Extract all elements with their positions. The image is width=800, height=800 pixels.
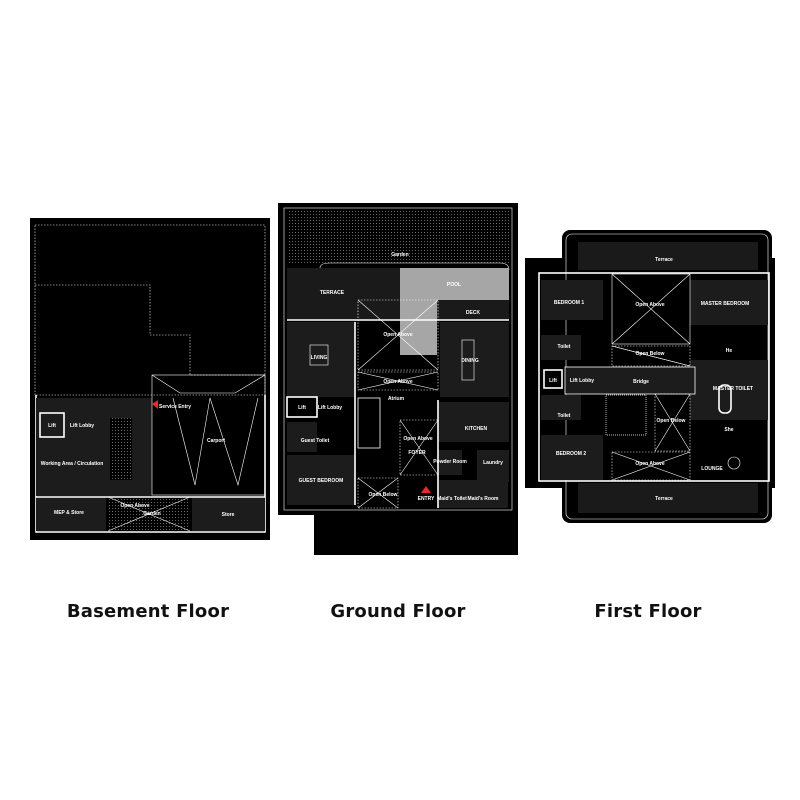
room-label: Lift	[298, 405, 306, 411]
room-label: Powder Room	[433, 459, 467, 465]
room-label: Open Below	[657, 418, 686, 424]
room-label: Toilet	[558, 344, 571, 350]
room-label: Store	[222, 512, 235, 518]
room-label: Lift Lobby	[70, 423, 94, 429]
room-label: ENTRY	[418, 496, 435, 502]
room-label: Carport	[207, 438, 225, 444]
room-label: Open Above	[383, 379, 412, 385]
room-label: MEP & Store	[54, 510, 84, 516]
room-label: Maid's Toilet	[437, 496, 467, 502]
room-label: Open Above	[120, 503, 149, 509]
room-label: He	[726, 348, 733, 354]
room-label: TERRACE	[320, 290, 345, 296]
room-label: DECK	[466, 310, 481, 316]
room-label: MASTER TOILET	[713, 386, 753, 392]
room-label: Garden	[391, 252, 409, 258]
room-label: Open Below	[369, 492, 398, 498]
room-label: FOYER	[408, 450, 426, 456]
room-label: Garden	[143, 511, 161, 517]
room-label: Lift Lobby	[570, 378, 594, 384]
basement-floor-caption: Basement Floor	[66, 601, 230, 622]
room-label: LIVING	[311, 355, 328, 361]
room-label: Open Above	[635, 461, 664, 467]
room-label: Atrium	[388, 396, 405, 402]
room-label: LOUNGE	[701, 466, 723, 472]
room-label: Lift	[549, 378, 557, 384]
room-label: Bridge	[633, 379, 649, 385]
room-label: Terrace	[655, 496, 673, 502]
room-label: Lift	[48, 423, 56, 429]
room-label: Maid's Room	[468, 496, 499, 502]
room-label: Open Below	[636, 351, 665, 357]
first-floor-caption: First Floor	[594, 601, 702, 622]
room-label: Open Above	[403, 436, 432, 442]
room-label: GUEST BEDROOM	[299, 478, 344, 484]
room-label: Service Entry	[159, 404, 191, 410]
entry-marker	[421, 486, 431, 493]
ground-floor-caption: Ground Floor	[330, 601, 466, 622]
basement-floor-plan: Lift Lift Lobby Working Area / Circulati…	[30, 218, 270, 540]
room-label: BEDROOM 1	[554, 300, 585, 306]
room-label: BEDROOM 2	[556, 451, 587, 457]
room-label: POOL	[447, 282, 461, 288]
room-label: MASTER BEDROOM	[701, 301, 750, 307]
room-label: Toilet	[558, 413, 571, 419]
first-floor-plan: Terrace BEDROOM 1 Open Above MASTER BEDR…	[525, 230, 775, 523]
room-label: Open Above	[383, 332, 412, 338]
room-label: Laundry	[483, 460, 503, 466]
room-label: Guest Toilet	[301, 438, 330, 444]
ground-floor-plan: Garden TERRACE POOL DECK Open Above LIVI…	[278, 203, 518, 555]
room-label: She	[724, 427, 733, 433]
room-label: Lift Lobby	[318, 405, 342, 411]
room-label: KITCHEN	[465, 426, 488, 432]
room-label: Open Above	[635, 302, 664, 308]
room-label: DINING	[461, 358, 479, 364]
room-label: Working Area / Circulation	[41, 461, 104, 467]
room-label: Terrace	[655, 257, 673, 263]
service-entry-marker	[152, 400, 158, 409]
